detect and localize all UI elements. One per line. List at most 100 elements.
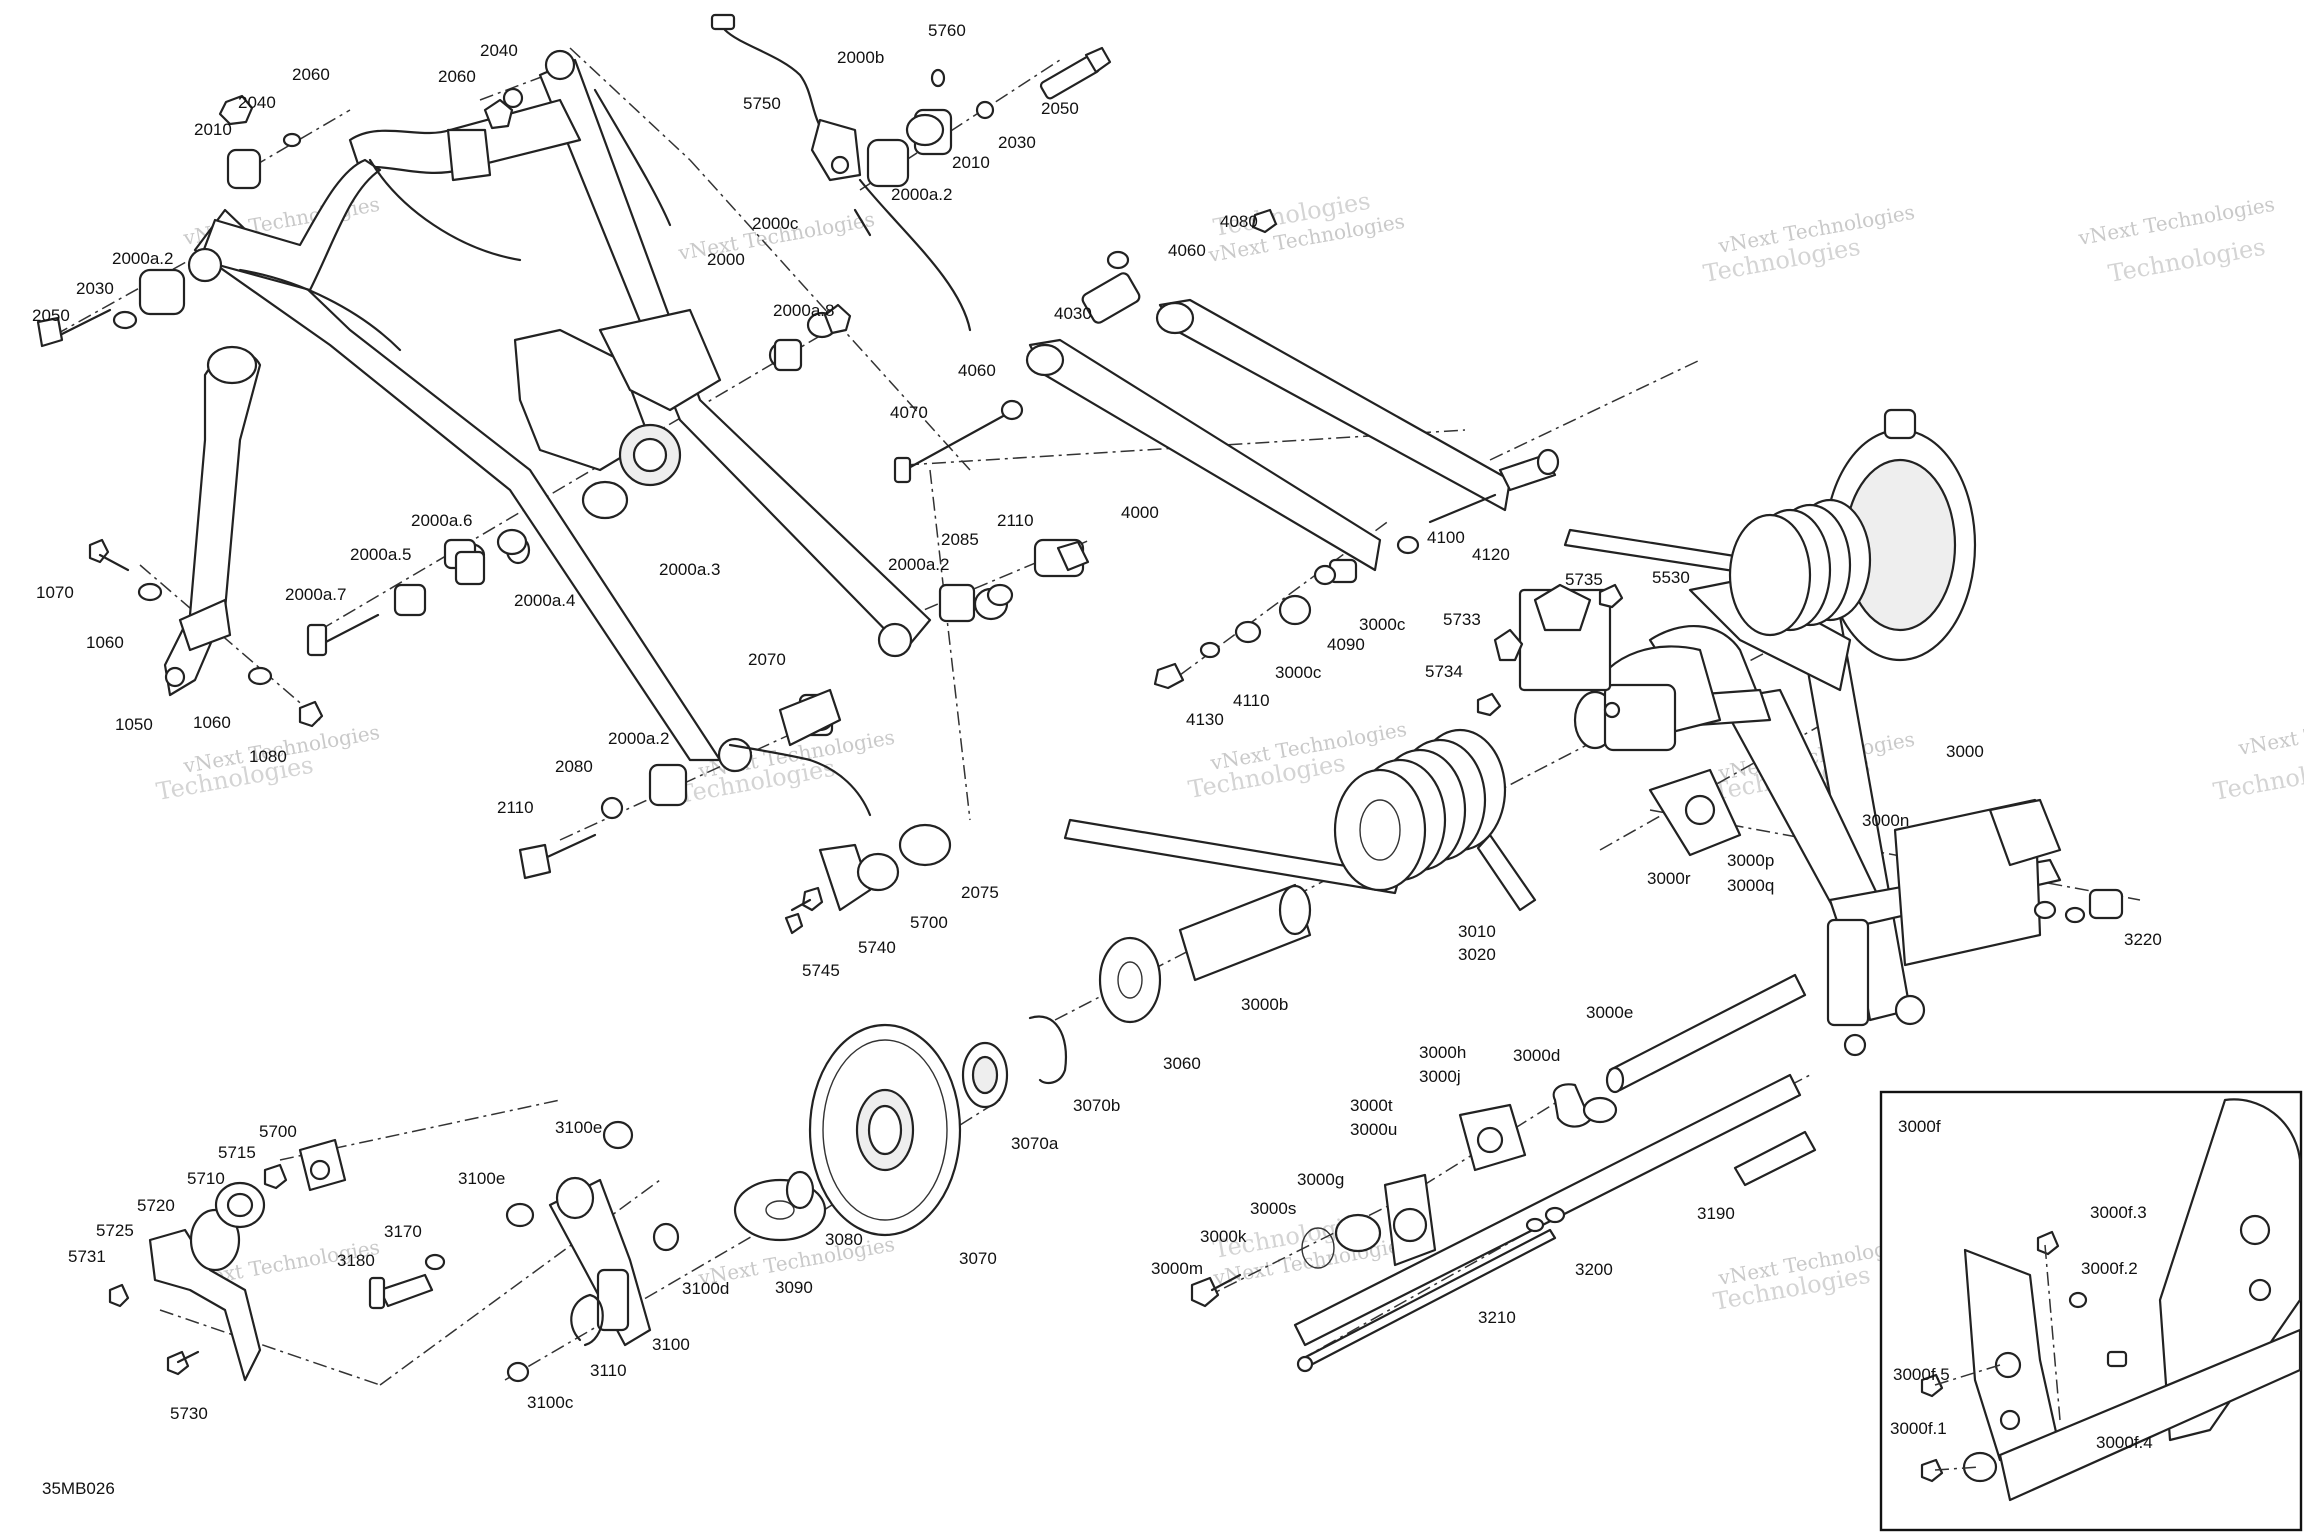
part-label: 3210 — [1478, 1308, 1516, 1327]
part-label: 3000u — [1350, 1120, 1397, 1139]
part-label: 3000f.3 — [2090, 1203, 2147, 1222]
part-label: 5740 — [858, 938, 896, 957]
part-label: 3000s — [1250, 1199, 1296, 1218]
part-label: 3000f.4 — [2096, 1433, 2153, 1452]
part-label: 5530 — [1652, 568, 1690, 587]
arm-hardware — [36, 46, 1112, 880]
inset-title: 3000f — [1898, 1117, 1941, 1136]
part-label: 2060 — [292, 65, 330, 84]
part-label: 3000g — [1297, 1170, 1344, 1189]
part-label: 2075 — [961, 883, 999, 902]
part-label: 3000f.5 — [1893, 1365, 1950, 1384]
part-label: 3170 — [384, 1222, 422, 1241]
part-label: 2030 — [76, 279, 114, 298]
part-label: 3000b — [1241, 995, 1288, 1014]
part-label: 1070 — [36, 583, 74, 602]
part-label: 3000q — [1727, 876, 1774, 895]
part-label: 1060 — [86, 633, 124, 652]
part-label: 5750 — [743, 94, 781, 113]
part-label: 2110 — [497, 798, 534, 817]
part-label: 3000f.1 — [1890, 1419, 1947, 1438]
part-label: 4070 — [890, 403, 928, 422]
part-label: 3060 — [1163, 1054, 1201, 1073]
part-label: 2000b — [837, 48, 884, 67]
part-label: 3100d — [682, 1279, 729, 1298]
part-label: 2000a.2 — [608, 729, 669, 748]
part-label: 3020 — [1458, 945, 1496, 964]
part-label: 5725 — [96, 1221, 134, 1240]
part-label: 3070b — [1073, 1096, 1120, 1115]
part-label: 2110 — [997, 511, 1034, 530]
part-label: 5700 — [259, 1122, 297, 1141]
idler-wheel-3070 — [733, 883, 1312, 1242]
part-label: 5735 — [1565, 570, 1603, 589]
sensor-wiring-5700 — [728, 743, 952, 935]
part-label: 5730 — [170, 1404, 208, 1423]
part-label: 5760 — [928, 21, 966, 40]
part-label: 3100 — [652, 1335, 690, 1354]
part-label: 5731 — [68, 1247, 106, 1266]
part-label: 2000a.2 — [112, 249, 173, 268]
lower-sensor-group — [108, 1120, 680, 1383]
part-label: 1050 — [115, 715, 153, 734]
part-label: 2000a.7 — [285, 585, 346, 604]
part-label: 3180 — [337, 1251, 375, 1270]
part-label: 3000 — [1946, 742, 1984, 761]
inset-detail-3000f: 3000f — [1879, 1090, 2303, 1532]
part-label: 5745 — [802, 961, 840, 980]
torsion-pulley-assembly — [1476, 408, 2124, 924]
part-label: 3000r — [1647, 869, 1691, 888]
pedal-1050 — [88, 345, 324, 728]
part-label: 3070a — [1011, 1134, 1059, 1153]
part-label: 5733 — [1443, 610, 1481, 629]
watermark-text: vNext Technologies — [2236, 702, 2304, 760]
part-label: 3000c — [1275, 663, 1322, 682]
part-label: 4110 — [1233, 691, 1270, 710]
part-label: 3190 — [1697, 1204, 1735, 1223]
part-label: 3000t — [1350, 1096, 1393, 1115]
part-label: 2000a.5 — [350, 545, 411, 564]
part-label: 2000a.8 — [773, 301, 834, 320]
part-label: 2050 — [1041, 99, 1079, 118]
part-label: 2000a.6 — [411, 511, 472, 530]
part-label: 5720 — [137, 1196, 175, 1215]
part-label: 2080 — [555, 757, 593, 776]
part-label: 2040 — [480, 41, 518, 60]
part-label: 3090 — [775, 1278, 813, 1297]
part-label: 1080 — [249, 747, 287, 766]
part-label: 2060 — [438, 67, 476, 86]
part-label: 2070 — [748, 650, 786, 669]
part-label: 3000p — [1727, 851, 1774, 870]
part-label: 3000e — [1586, 1003, 1633, 1022]
part-label: 3000j — [1419, 1067, 1461, 1086]
part-label: 3100e — [458, 1169, 505, 1188]
part-label: 3070 — [959, 1249, 997, 1268]
part-label: 3000h — [1419, 1043, 1466, 1062]
part-label: 3100e — [555, 1118, 602, 1137]
part-label: 4120 — [1472, 545, 1510, 564]
torsion-spring-3010 — [1063, 728, 1537, 912]
part-label: 4000 — [1121, 503, 1159, 522]
part-label: 2085 — [941, 530, 979, 549]
part-label: 5734 — [1425, 662, 1463, 681]
tie-rods-4000 — [893, 208, 1560, 690]
part-label: 4080 — [1220, 212, 1258, 231]
part-label: 4100 — [1427, 528, 1465, 547]
part-label: 2030 — [998, 133, 1036, 152]
part-label: 4090 — [1327, 635, 1365, 654]
part-label: 3220 — [2124, 930, 2162, 949]
part-label: 3000d — [1513, 1046, 1560, 1065]
part-label: 5715 — [218, 1143, 256, 1162]
shafts-3190-3210 — [1190, 973, 1817, 1373]
part-label: 5710 — [187, 1169, 225, 1188]
part-label: 2010 — [194, 120, 232, 139]
part-label: 2000a.2 — [891, 185, 952, 204]
part-label: 3000f.2 — [2081, 1259, 2138, 1278]
part-label: 2000a.3 — [659, 560, 720, 579]
part-label: 3000c — [1359, 615, 1406, 634]
part-label: 2000c — [752, 214, 799, 233]
part-label: 3110 — [590, 1361, 627, 1380]
part-label: 1060 — [193, 713, 231, 732]
part-label: 3000m — [1151, 1259, 1203, 1278]
